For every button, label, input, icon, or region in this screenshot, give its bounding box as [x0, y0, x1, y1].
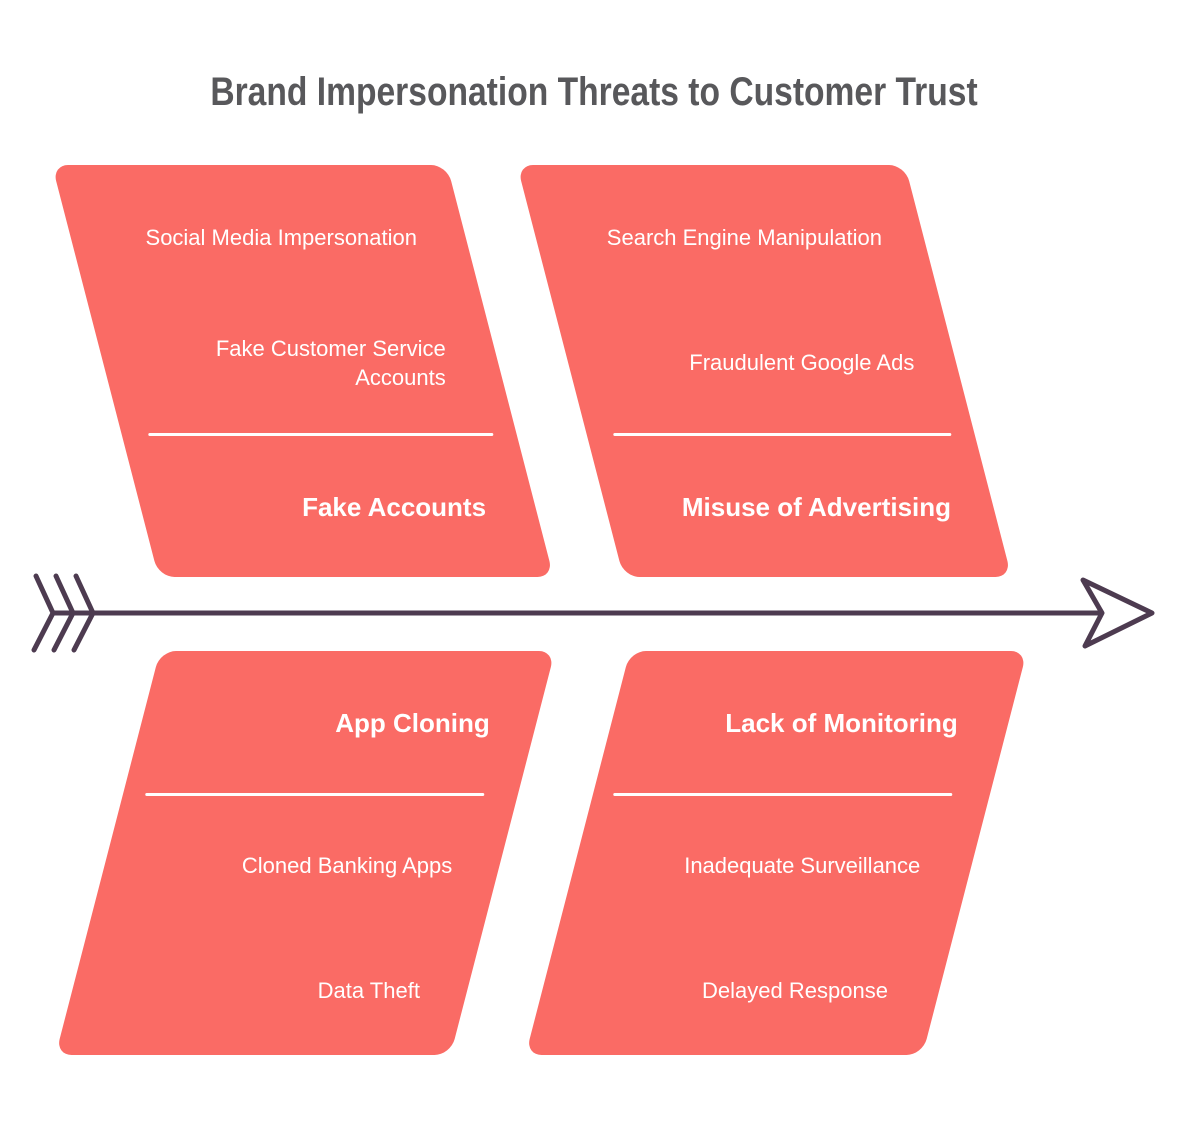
- category-label: App Cloning: [335, 708, 490, 738]
- cause-label: Fraudulent Google Ads: [689, 350, 915, 375]
- cause-label: Cloned Banking Apps: [241, 853, 453, 878]
- category-divider: [148, 433, 494, 436]
- feather-chevron-2: [51, 573, 76, 653]
- arrowhead-icon: [1080, 577, 1155, 649]
- cause-label: Social Media Impersonation: [145, 225, 417, 250]
- category-divider: [145, 793, 485, 796]
- category-divider: [613, 793, 953, 796]
- cause-label: Delayed Response: [702, 978, 888, 1003]
- cause-label: Search Engine Manipulation: [606, 225, 882, 250]
- cause-label: Fake Customer Service Accounts: [215, 336, 446, 390]
- diagram-title: Brand Impersonation Threats to Customer …: [210, 70, 978, 114]
- cause-label: Data Theft: [317, 978, 420, 1003]
- feather-chevron-3: [71, 573, 96, 653]
- category-divider: [613, 433, 952, 436]
- feather-chevron-1: [31, 573, 56, 653]
- category-label: Lack of Monitoring: [725, 708, 958, 738]
- category-label: Misuse of Advertising: [681, 492, 952, 522]
- category-label: Fake Accounts: [302, 492, 487, 522]
- cause-label: Inadequate Surveillance: [684, 853, 921, 878]
